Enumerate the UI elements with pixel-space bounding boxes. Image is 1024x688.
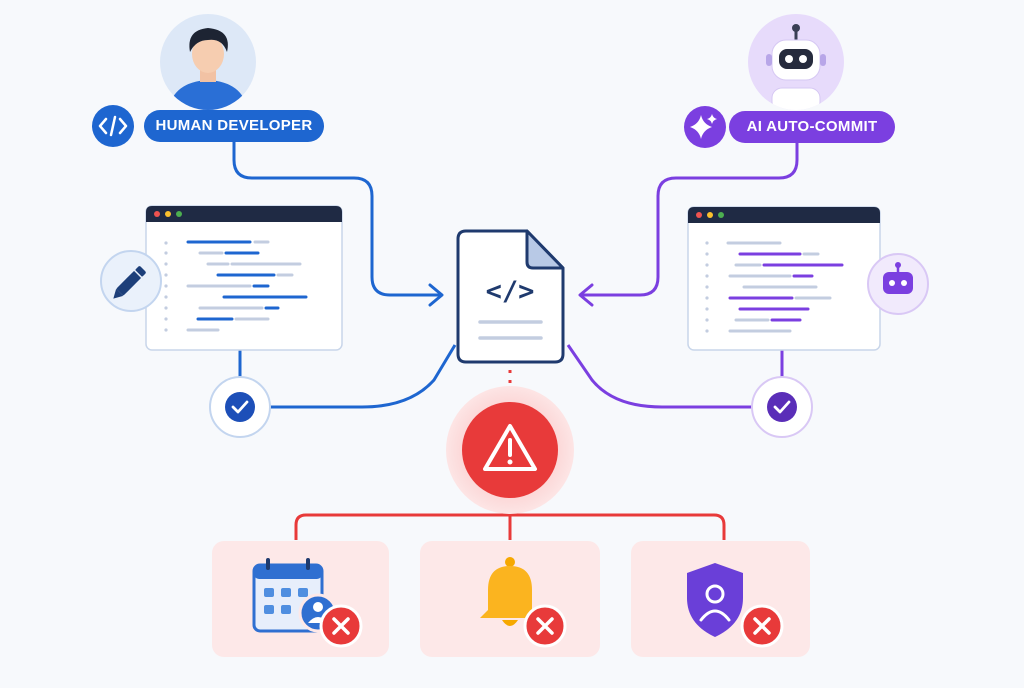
human-developer-pill: HUMAN DEVELOPER: [144, 110, 324, 142]
robot-avatar-icon: [748, 14, 844, 110]
calendar-error-x-icon: [319, 604, 363, 648]
robot-icon: [867, 253, 929, 315]
file-code-glyph: </>: [486, 276, 535, 307]
impact-card-shield: [631, 541, 810, 657]
bell-icon: [480, 557, 540, 626]
code-tag-icon: [92, 105, 134, 147]
human-checkmark-icon: [209, 376, 271, 438]
calendar-user-icon: [252, 558, 338, 633]
shield-error-x-icon: [740, 604, 784, 648]
ai-connectors: [566, 142, 799, 409]
person-avatar-icon: [160, 14, 256, 110]
ai-code-panel: [687, 206, 881, 351]
ai-auto-commit-pill: AI AUTO-COMMIT: [729, 111, 895, 143]
human-code-panel: [145, 205, 343, 351]
impact-card-calendar: [212, 541, 389, 657]
shield-user-icon: [687, 563, 743, 637]
warning-triangle-icon: [446, 386, 574, 514]
ai-checkmark-icon: [751, 376, 813, 438]
pencil-icon: [100, 250, 162, 312]
human-connectors: [232, 142, 457, 409]
code-file-icon: [456, 229, 565, 364]
impact-card-bell: [420, 541, 600, 657]
sparkles-icon: [684, 106, 726, 148]
bell-error-x-icon: [523, 604, 567, 648]
